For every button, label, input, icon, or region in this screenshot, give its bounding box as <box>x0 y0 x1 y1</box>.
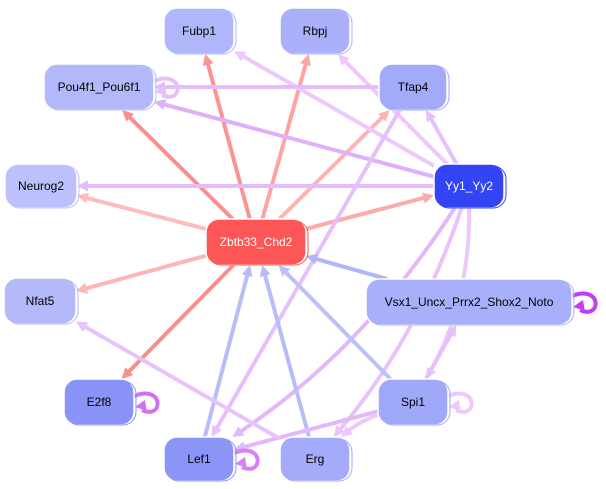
node-label: Pou4f1_Pou6f1 <box>58 80 141 94</box>
arrowhead <box>77 180 88 192</box>
edge-yy1-yy2-to-rbpj <box>342 58 449 166</box>
node-e2f8[interactable]: E2f8 <box>63 378 137 426</box>
arrowhead <box>135 399 147 411</box>
node-tfap4[interactable]: Tfap4 <box>378 63 450 111</box>
arrowhead <box>77 192 90 204</box>
arrowhead <box>421 192 434 204</box>
edge-spi1-to-vsx1-uncx-prrx2-shox2-noto <box>424 331 454 380</box>
arrowhead <box>155 84 167 96</box>
edge-erg-to-nfat5 <box>82 324 281 441</box>
edge-layer <box>76 51 598 471</box>
arrowhead <box>341 425 353 437</box>
arrowhead <box>333 425 345 437</box>
arrowhead <box>76 321 89 332</box>
node-shadow-outline <box>65 380 137 426</box>
self-loop-e2f8 <box>133 391 160 414</box>
node-label: Zbtb33_Chd2 <box>220 235 293 249</box>
arrowhead <box>278 265 291 277</box>
arrowhead <box>259 265 271 278</box>
arrowhead <box>337 54 350 66</box>
node-shadow-outline <box>281 438 353 482</box>
node-fubp1[interactable]: Fubp1 <box>163 7 237 55</box>
edge-vsx1-uncx-prrx2-shox2-noto-to-zbtb33-chd2 <box>314 256 388 281</box>
node-label: Neurog2 <box>18 179 64 193</box>
node-shadow-outline <box>45 65 157 111</box>
arrowhead <box>232 426 245 437</box>
node-lef1[interactable]: Lef1 <box>163 436 237 482</box>
node-shadow-outline <box>379 380 451 426</box>
node-label: Yy1_Yy2 <box>445 179 493 193</box>
arrowhead <box>122 110 134 122</box>
edge-zbtb33-chd2-to-e2f8 <box>126 263 235 374</box>
node-rbpj[interactable]: Rbpj <box>279 7 353 55</box>
edge-spi1-to-lef1 <box>242 409 379 450</box>
node-label: E2f8 <box>87 395 112 409</box>
node-shadow-outline <box>367 280 575 326</box>
edge-yy1-yy2-to-fubp1 <box>240 53 435 168</box>
edge-lef1-to-zbtb33-chd2 <box>202 273 250 438</box>
edge-zbtb33-chd2-to-pou4f1-pou6f1 <box>127 114 235 221</box>
node-shadow-outline <box>380 65 450 111</box>
edge-spi1-to-zbtb33-chd2 <box>283 270 392 381</box>
arrowhead <box>211 424 222 437</box>
edge-zbtb33-chd2-to-tfap4 <box>277 114 385 221</box>
edge-yy1-yy2-to-tfap4 <box>428 116 459 165</box>
node-shadow-outline <box>6 165 80 209</box>
node-vsx1-uncx-prrx2-shox2-noto[interactable]: Vsx1_Uncx_Prrx2_Shox2_Noto <box>365 278 575 326</box>
self-loop-spi1 <box>447 391 474 414</box>
self-loop-pou4f1-pou6f1 <box>153 76 180 99</box>
node-nfat5[interactable]: Nfat5 <box>3 277 79 325</box>
edge-zbtb33-chd2-to-yy1-yy2 <box>305 195 426 231</box>
arrowhead <box>449 399 461 411</box>
arrowhead <box>235 456 247 468</box>
node-label: Spi1 <box>401 395 425 409</box>
node-shadow-outline <box>5 279 79 325</box>
arrowhead <box>241 265 253 278</box>
node-shadow-outline <box>207 220 309 266</box>
node-label: Lef1 <box>187 452 211 466</box>
arrowhead <box>300 54 311 67</box>
self-loop-lef1 <box>233 448 260 471</box>
edge-tfap4-to-lef1 <box>214 109 402 431</box>
arrowhead <box>154 99 167 110</box>
edge-yy1-yy2-to-lef1 <box>238 206 457 434</box>
arrowhead <box>202 54 214 67</box>
arrowhead <box>378 110 390 122</box>
node-label: Nfat5 <box>26 294 55 308</box>
self-loop-vsx1-uncx-prrx2-shox2-noto <box>571 291 598 314</box>
arrowhead <box>76 282 89 294</box>
node-pou4f1-pou6f1[interactable]: Pou4f1_Pou6f1 <box>43 63 157 111</box>
node-shadow-outline <box>165 438 237 482</box>
arrowhead <box>445 325 457 338</box>
node-label: Erg <box>306 452 325 466</box>
edge-yy1-yy2-to-pou4f1-pou6f1 <box>162 102 435 179</box>
arrowhead <box>426 110 437 123</box>
node-neurog2[interactable]: Neurog2 <box>4 163 80 209</box>
edge-spi1-to-erg <box>346 412 379 433</box>
node-label: Vsx1_Uncx_Prrx2_Shox2_Noto <box>385 295 554 309</box>
node-erg[interactable]: Erg <box>279 436 353 482</box>
node-spi1[interactable]: Spi1 <box>377 378 451 426</box>
node-shadow-outline <box>435 165 507 209</box>
node-yy1-yy2[interactable]: Yy1_Yy2 <box>433 163 507 209</box>
node-zbtb33-chd2[interactable]: Zbtb33_Chd2 <box>205 218 309 266</box>
arrowhead <box>573 299 585 311</box>
node-label: Rbpj <box>303 24 328 38</box>
arrowhead <box>306 253 319 265</box>
edge-zbtb33-chd2-to-nfat5 <box>84 253 207 291</box>
node-label: Fubp1 <box>182 24 216 38</box>
node-label: Tfap4 <box>398 80 429 94</box>
node-shadow-outline <box>165 9 237 55</box>
edge-yy1-yy2-to-erg <box>337 207 464 432</box>
node-shadow-outline <box>281 9 353 55</box>
arrowhead <box>121 367 134 379</box>
arrowhead <box>234 51 247 62</box>
edge-zbtb33-chd2-to-neurog2 <box>85 195 207 231</box>
edge-erg-to-zbtb33-chd2 <box>262 273 311 438</box>
